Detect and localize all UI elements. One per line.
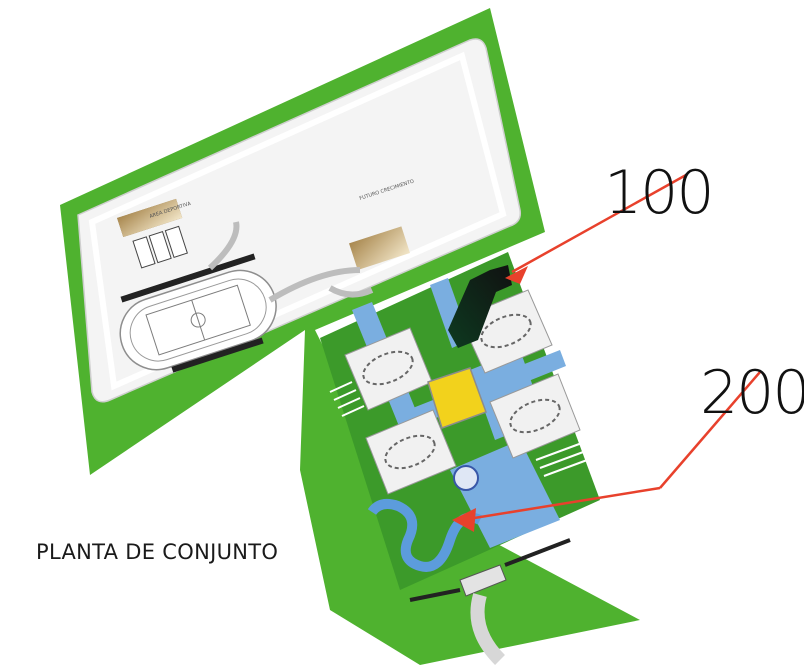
entrance	[409, 538, 571, 665]
water-channel	[367, 499, 483, 572]
fountain	[453, 465, 479, 491]
main-building	[448, 265, 512, 348]
sports-zone: AREA DEPORTIVA FUTURO CRECIMIENTO	[77, 38, 522, 403]
parking	[329, 381, 599, 477]
stand	[171, 337, 264, 373]
campus-zone	[320, 252, 600, 665]
callout-leader-200	[452, 371, 761, 532]
stand	[120, 253, 256, 303]
central-court	[427, 367, 487, 429]
callout-number-100: 100	[604, 158, 715, 228]
changing-rooms-block	[117, 198, 188, 269]
growth-area-block	[349, 226, 411, 270]
drawing-title: PLANTA DE CONJUNTO	[36, 540, 279, 564]
building-block	[489, 373, 581, 459]
building-block	[365, 409, 457, 495]
callout-leader-100	[505, 173, 687, 284]
callout-number-200: 200	[700, 358, 804, 428]
running-track	[119, 269, 277, 371]
